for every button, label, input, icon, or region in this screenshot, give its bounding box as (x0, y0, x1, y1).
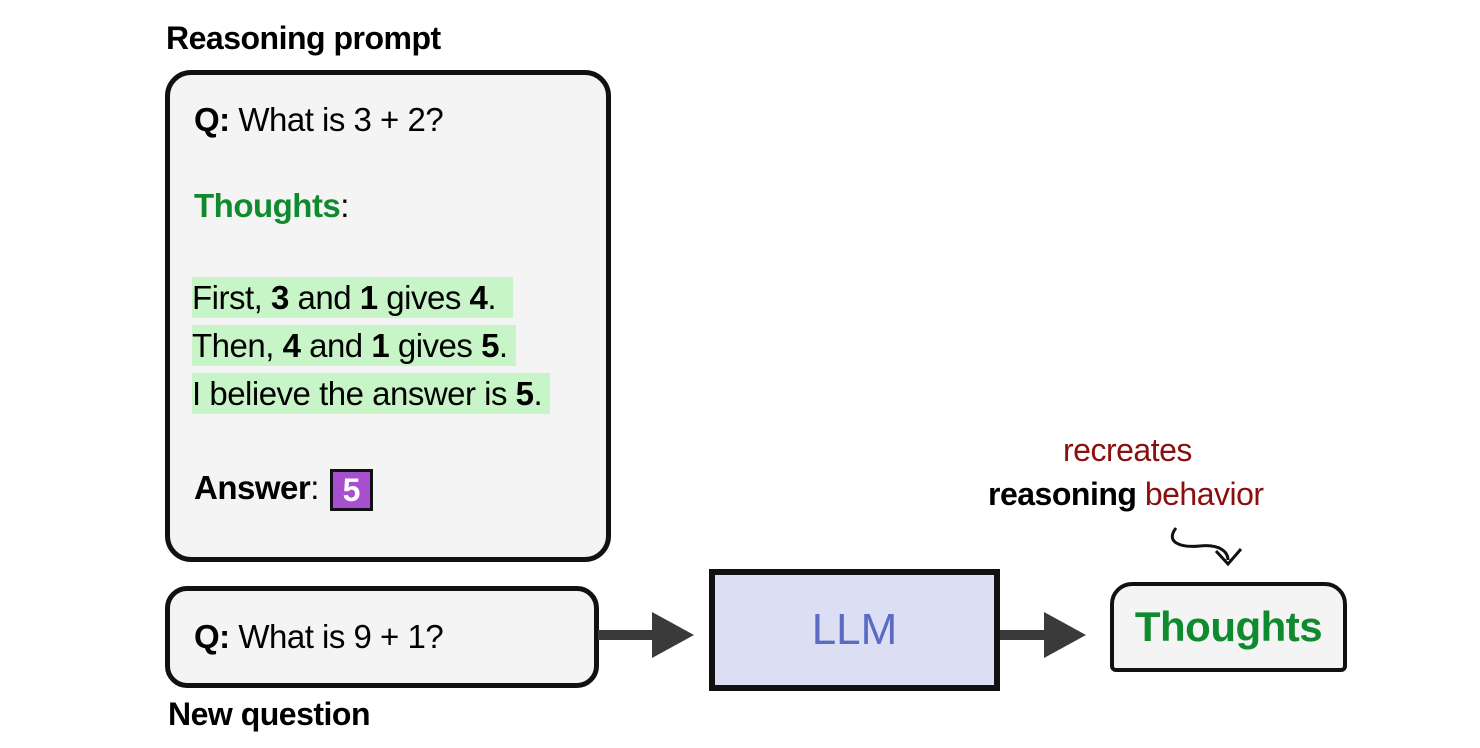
new-question-box: Q: What is 9 + 1? (165, 586, 599, 688)
text-segment: and (300, 327, 372, 364)
text-segment: Then, (192, 327, 283, 364)
llm-label: LLM (811, 605, 898, 654)
text-segment: gives (377, 279, 470, 316)
thoughts-label: Thoughts (194, 187, 341, 224)
q-label: Q: (194, 618, 230, 655)
text-segment: . (533, 375, 543, 412)
text-segment: I believe the answer is (192, 375, 516, 412)
answer-label: Answer (194, 469, 311, 506)
annotation-reasoning: reasoning (988, 476, 1137, 512)
q-label: Q: (194, 101, 230, 138)
text-segment: and (288, 279, 360, 316)
thought-line-3-highlight: I believe the answer is 5. (192, 373, 551, 414)
annotation-recreates: recreates (1063, 432, 1192, 468)
text-segment: . (487, 279, 497, 316)
thought-line-1: First, 3 and 1 gives 4. (192, 277, 513, 318)
q-text: What is 9 + 1? (229, 618, 444, 655)
answer-colon: : (310, 469, 319, 506)
new-question-text: Q: What is 9 + 1? (194, 618, 444, 656)
answer-row: Answer: 5 (194, 469, 373, 512)
text-segment: gives (389, 327, 482, 364)
arrow-llm-to-thoughts (1000, 612, 1086, 658)
annotation-line-2: reasoning behavior (988, 476, 1264, 513)
number: 5 (481, 327, 499, 364)
thoughts-colon: : (340, 187, 349, 224)
curved-annotation-arrow (1170, 527, 1243, 567)
number: 4 (282, 327, 301, 364)
annotation-behavior: behavior (1136, 476, 1264, 512)
thought-line-3: I believe the answer is 5. (192, 373, 551, 414)
output-thoughts-box: Thoughts (1110, 582, 1347, 672)
number: 1 (371, 327, 390, 364)
thought-line-2: Then, 4 and 1 gives 5. (192, 325, 516, 366)
new-question-caption: New question (168, 696, 371, 732)
number: 5 (515, 375, 534, 412)
thought-line-1-highlight: First, 3 and 1 gives 4. (192, 277, 513, 318)
text-segment: . (498, 327, 508, 364)
number: 4 (469, 279, 488, 316)
text-segment: First, (192, 279, 271, 316)
thought-line-2-highlight: Then, 4 and 1 gives 5. (192, 325, 516, 366)
prompt-question: Q: What is 3 + 2? (194, 101, 444, 139)
reasoning-prompt-title: Reasoning prompt (166, 20, 441, 56)
number: 1 (359, 279, 378, 316)
reasoning-prompt-box: Q: What is 3 + 2? Thoughts: First, 3 and… (165, 70, 611, 562)
arrow-question-to-llm (598, 612, 694, 658)
llm-box: LLM (709, 569, 1000, 691)
thoughts-heading: Thoughts: (194, 187, 349, 225)
q-text: What is 3 + 2? (229, 101, 444, 138)
answer-chip: 5 (329, 469, 373, 512)
number: 3 (270, 279, 289, 316)
output-thoughts-label: Thoughts (1134, 603, 1323, 650)
